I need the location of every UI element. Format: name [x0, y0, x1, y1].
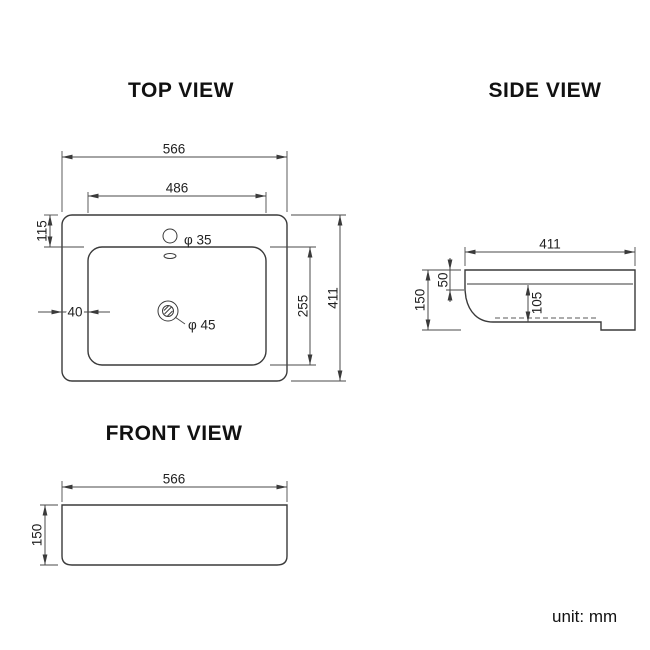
dim-top-overall-depth: 411: [291, 214, 346, 382]
dim-label-side-411: 411: [539, 237, 561, 252]
faucet-hole-label: φ 35: [184, 233, 212, 248]
unit-label: unit: mm: [552, 607, 617, 626]
drain-leader-line: [174, 316, 186, 325]
dim-top-inner-width: 486: [87, 181, 267, 213]
dim-top-side-rim: 40: [38, 303, 110, 322]
front-view: FRONT VIEW 566 150: [28, 422, 288, 566]
dim-top-inner-depth: 255: [270, 246, 316, 366]
dim-label-top-255: 255: [296, 295, 311, 318]
front-view-outline: [61, 504, 288, 566]
dim-side-depth: 411: [464, 237, 636, 266]
dim-side-bowl-depth: 105: [525, 285, 547, 322]
drain-circle-outer: [157, 300, 179, 322]
side-view-profile: [464, 269, 636, 331]
front-view-title: FRONT VIEW: [106, 422, 243, 445]
dim-side-total-height: 150: [411, 269, 461, 331]
drain-hatch: [163, 305, 173, 317]
side-view: SIDE VIEW 411 150 50: [411, 79, 636, 331]
top-view-basin-outline: [87, 246, 267, 366]
dim-top-offset: 115: [35, 214, 84, 248]
dim-label-front-566: 566: [163, 472, 186, 487]
faucet-hole-circle: [162, 228, 178, 244]
dim-label-front-150: 150: [30, 524, 45, 547]
dim-side-rim-height: 50: [434, 258, 464, 302]
dim-label-top-486: 486: [166, 181, 189, 196]
dim-top-overall-width: 566: [61, 142, 288, 212]
drain-circle-inner: [162, 305, 174, 317]
dim-label-side-150: 150: [413, 289, 428, 312]
dim-front-width: 566: [61, 472, 288, 502]
dim-label-top-40: 40: [67, 305, 82, 320]
top-view-outer-outline: [61, 214, 288, 382]
dim-label-top-115: 115: [35, 220, 50, 242]
dim-front-height: 150: [28, 504, 58, 566]
side-view-title: SIDE VIEW: [488, 79, 601, 102]
drain-hole-label: φ 45: [188, 318, 216, 333]
dim-label-side-105: 105: [530, 292, 545, 315]
dim-label-top-411: 411: [326, 287, 341, 309]
top-view: TOP VIEW φ 35 φ 45 566 486: [35, 79, 346, 382]
dim-label-top-566: 566: [163, 142, 186, 157]
dim-label-side-50: 50: [436, 272, 451, 287]
top-view-title: TOP VIEW: [128, 79, 234, 102]
overflow-slot: [163, 253, 177, 259]
